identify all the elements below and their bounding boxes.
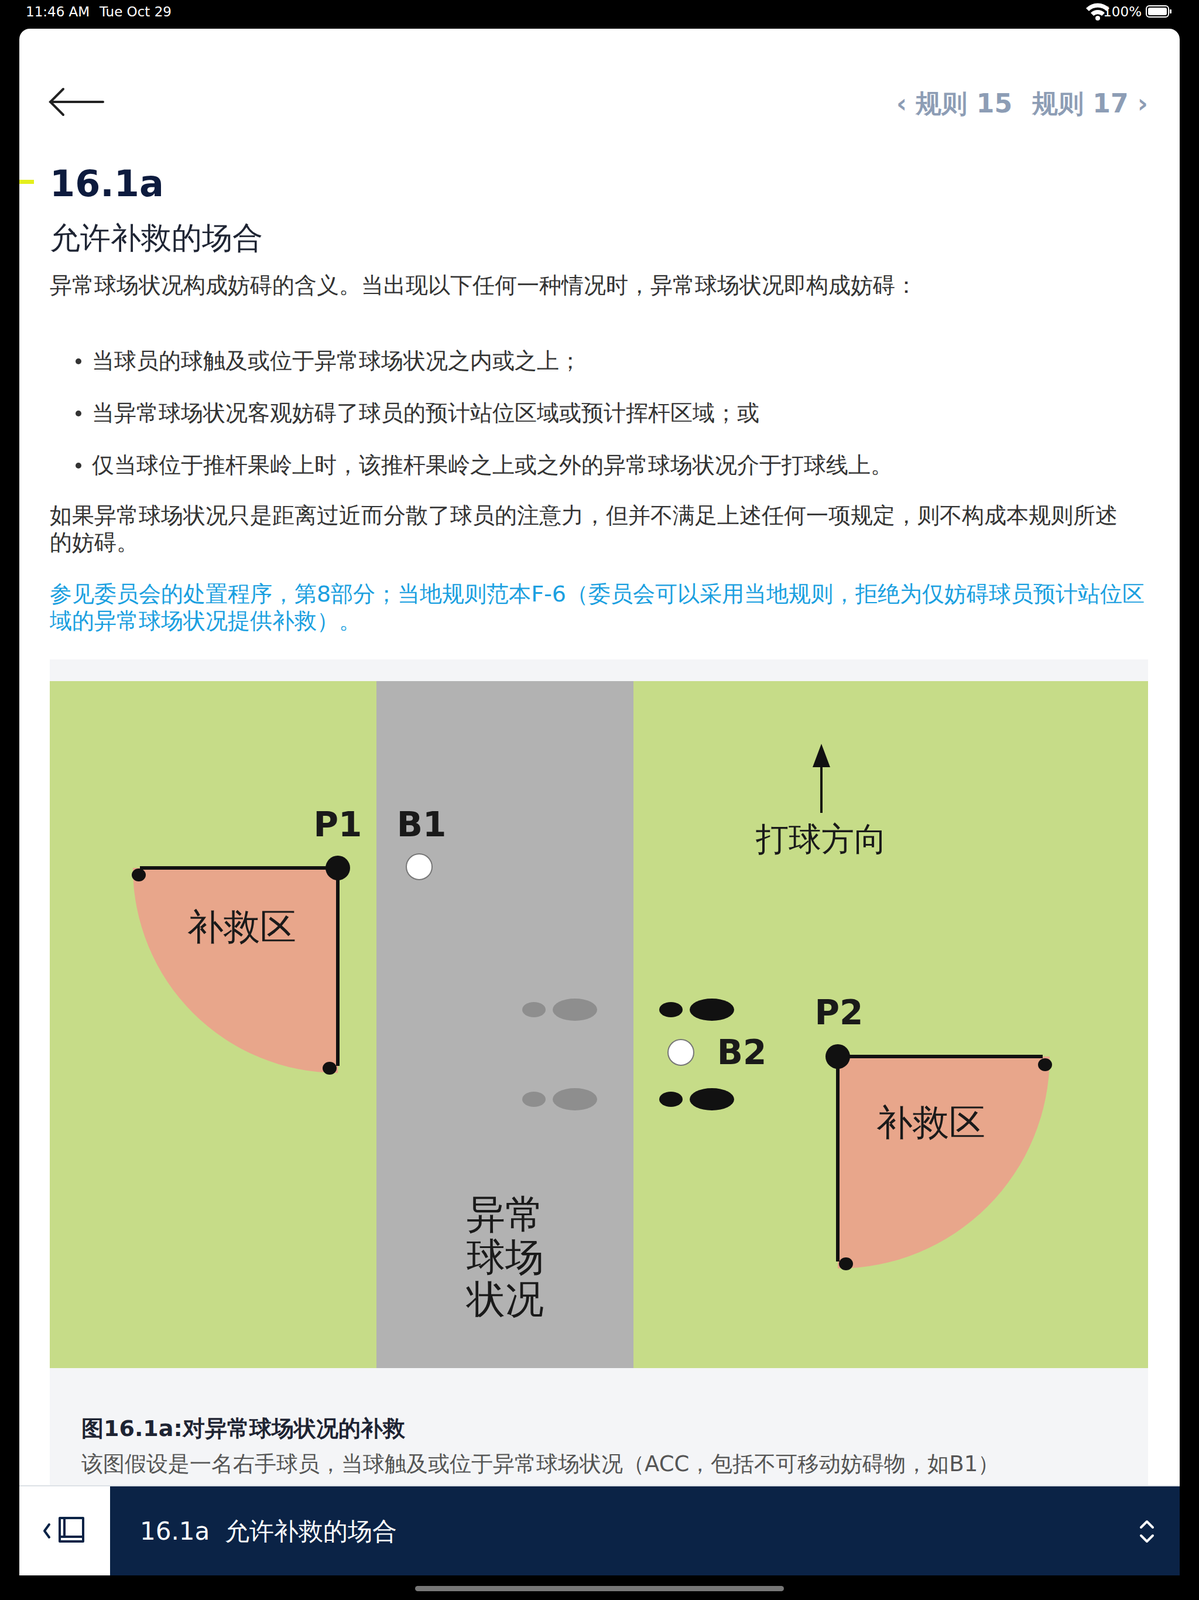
bar-section-title: 允许补救的场合 (224, 1515, 397, 1547)
relief-label: 补救区 (187, 906, 297, 947)
abnormal-condition-area: 异常球场状况 (376, 680, 634, 1368)
relief-fill (837, 1056, 1050, 1269)
page-card (19, 28, 1180, 1575)
status-time: 11:46 AM (25, 3, 90, 21)
bullet-dots (75, 358, 82, 469)
bar-divider (19, 1484, 1180, 1486)
section-subtitle: 允许补救的场合 (49, 218, 263, 258)
body-paragraph: 如果异常球场状况只是距离过近而分散了球员的注意力，但并不满足上述任何一项规定，则… (49, 501, 1139, 557)
boundary-end (322, 1061, 337, 1075)
relief-fill (132, 867, 338, 1073)
boundary-end (1038, 1057, 1053, 1071)
figure-panel (49, 659, 1149, 1486)
area-label: 异常球场状况 (465, 1193, 545, 1321)
nav-prev: ‹ 规则 15 (896, 87, 1013, 120)
abnormal-condition-band (376, 680, 634, 1368)
reference-note: 参见委员会的处置程序，第8部分；当地规则范本F-6（委员会可以采用当地规则，拒绝… (49, 580, 1149, 635)
relief-boundary (139, 865, 338, 870)
figure-caption: 图16.1a:对异常球场状况的补救 (81, 1414, 406, 1443)
section-marker (19, 179, 34, 184)
home-indicator (415, 1585, 784, 1591)
point-label: P1 (313, 803, 363, 846)
bullet-text: 仅当球位于推杆果岭上时，该推杆果岭之上或之外的异常球场状况介于打球线上。 (91, 451, 1146, 480)
relief-boundary (336, 867, 340, 1066)
book-button (19, 1485, 111, 1575)
caption-text: 该图假设是一名右手球员，当球触及或位于异常球场状况（ACC，包括不可移动妨碍物，… (81, 1450, 1000, 1478)
bullet-text: 当球员的球触及或位于异常球场状况之内或之上； (91, 347, 1146, 376)
ball-label: B1 (396, 803, 447, 846)
direction-label: 打球方向 (755, 818, 887, 860)
reference-point (325, 855, 351, 880)
status-date: Tue Oct 29 (99, 3, 172, 21)
direction-arrow (812, 743, 831, 813)
back-arrow (50, 88, 104, 115)
boundary-end (131, 868, 146, 882)
status-battery: 100% (1102, 3, 1142, 21)
book-icon (44, 1517, 84, 1541)
body-paragraph: 异常球场状况构成妨碍的含义。当出现以下任何一种情况时，异常球场状况即构成妨碍： (49, 271, 1149, 300)
bottom-bar (110, 1485, 1180, 1575)
relief-label: 补救区 (876, 1102, 986, 1143)
battery-icon (1146, 5, 1172, 17)
relief-area: 补救区 (837, 1056, 1050, 1269)
ball-label: B2 (717, 1030, 767, 1074)
boundary-end (838, 1256, 853, 1270)
relief-shape (837, 1056, 1050, 1269)
golf-ball (667, 1039, 694, 1065)
expand-icon (1141, 1520, 1153, 1541)
relief-shape (132, 867, 338, 1073)
relief-area: 补救区 (132, 867, 338, 1073)
bar-section-number: 16.1a (139, 1515, 210, 1547)
nav-next: 规则 17 › (1032, 87, 1149, 120)
reference-point (825, 1043, 851, 1069)
point-label: P2 (814, 991, 864, 1034)
golf-ball (406, 853, 433, 880)
section-number: 16.1a (49, 160, 164, 207)
relief-boundary (837, 1054, 1043, 1058)
grass-area (49, 680, 1149, 1368)
footprints-grey (522, 998, 598, 1111)
bullet-text: 当异常球场状况客观妨碍了球员的预计站位区域或预计挥杆区域；或 (91, 399, 1146, 428)
relief-boundary (836, 1056, 840, 1262)
